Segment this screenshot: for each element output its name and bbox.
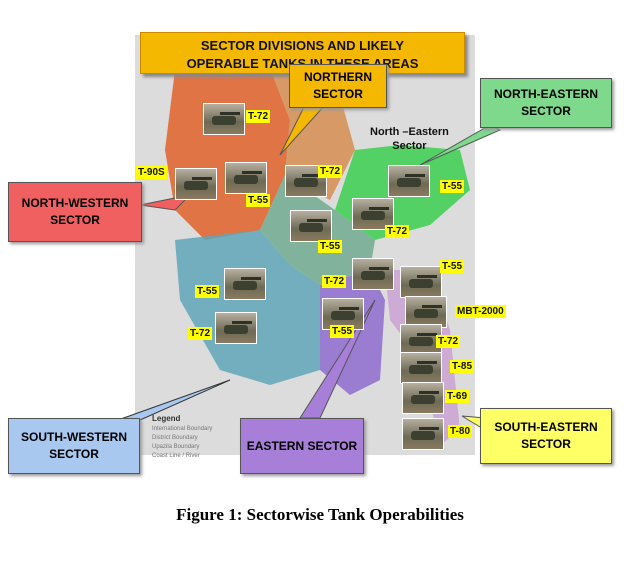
tank-label: T-72 [188,327,213,340]
tank-image [405,296,447,328]
tank-label: T-80 [448,425,473,438]
tank-label: T-72 [385,225,410,238]
title-line-1: SECTOR DIVISIONS AND LIKELY [200,38,405,53]
tank-label: T-72 [318,165,343,178]
tank-image [175,168,217,200]
tank-image [215,312,257,344]
tank-label: T-55 [330,325,355,338]
legend-title: Legend [152,414,181,423]
legend-item: Coast Line / River [152,453,200,459]
region-south-western [175,230,320,385]
figure-caption: Figure 1: Sectorwise Tank Operabilities [176,505,464,524]
tank-image [388,165,430,197]
tank-image [352,258,394,290]
tank-image [225,162,267,194]
tank-image [400,324,442,356]
tank-label: T-72 [246,110,271,123]
map-legend: Legend International Boundary District B… [152,414,212,461]
tank-label: T-55 [440,260,465,273]
legend-item: Upazila Boundary [152,444,200,450]
tank-label: T-55 [440,180,465,193]
tank-image [290,210,332,242]
tank-image [224,268,266,300]
tank-label: T-55 [246,194,271,207]
tank-image [402,382,444,414]
tank-image [203,103,245,135]
tank-label: MBT-2000 [455,305,506,318]
legend-item: International Boundary [152,426,213,432]
tank-label: T-85 [450,360,475,373]
tank-label: T-72 [322,275,347,288]
tank-label: T-55 [318,240,343,253]
tank-label: T-69 [445,390,470,403]
tank-image [402,418,444,450]
tank-image [400,266,442,298]
tank-image [352,198,394,230]
tank-image [322,298,364,330]
legend-item: District Boundary [152,435,198,441]
tank-label: T-72 [436,335,461,348]
tank-image [400,352,442,384]
tank-label: T-90S [136,166,167,179]
eastern-sector-callout: EASTERN SECTOR [240,418,364,474]
tank-label: T-55 [195,285,220,298]
